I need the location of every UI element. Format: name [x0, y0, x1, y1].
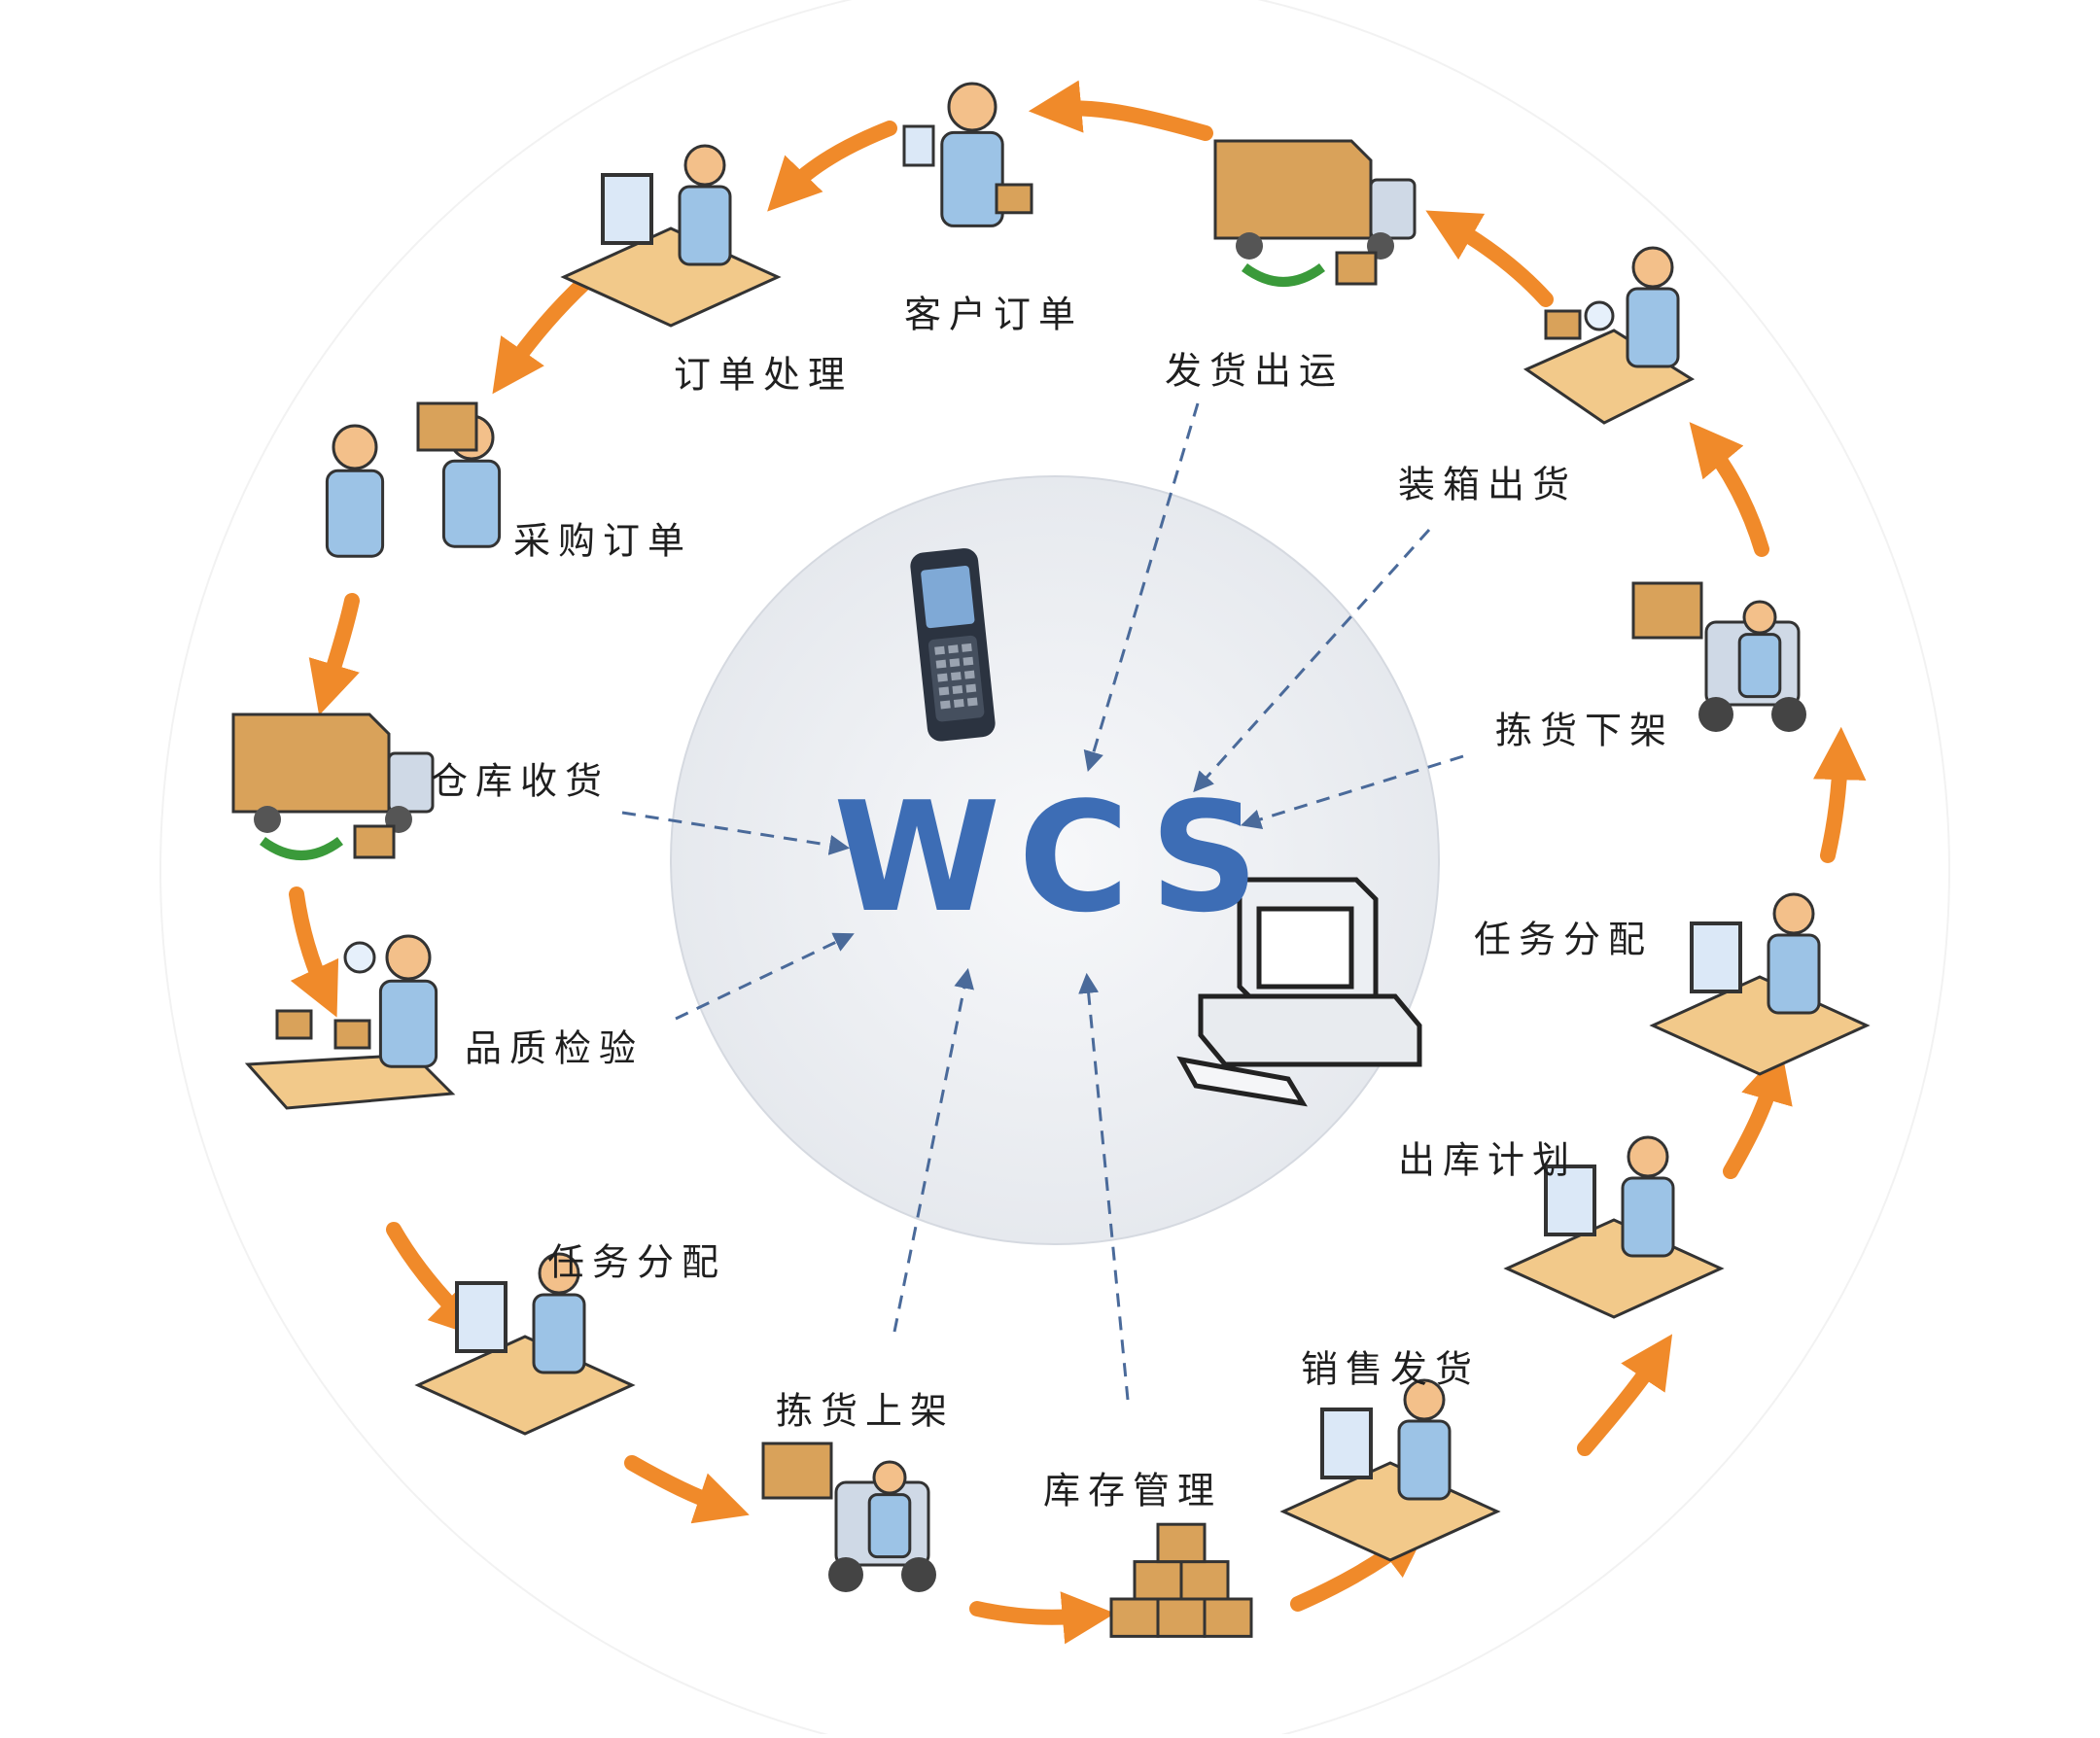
flow-arrow: [1577, 1334, 1673, 1456]
dashed-arrow: [675, 932, 855, 1021]
outer-ring: [159, 0, 1950, 1738]
label-picking: 拣货下架: [1494, 709, 1675, 752]
label-purchase-order: 采购订单: [512, 519, 693, 563]
desktop-computer-icon: [1176, 877, 1422, 1107]
label-packing: 装箱出货: [1397, 463, 1578, 506]
flow-arrow: [767, 121, 897, 212]
delivery-truck-icon: [231, 713, 435, 860]
flow-arrow: [308, 593, 360, 716]
label-quality-inspection: 品质检验: [464, 1026, 645, 1070]
person-at-desk-map-icon: [1279, 1378, 1501, 1562]
forklift-icon: [761, 1442, 936, 1592]
handheld-scanner-icon: [910, 548, 996, 742]
forklift-icon: [1631, 581, 1806, 732]
wcs-title: WCS: [833, 769, 1277, 946]
packing-station-icon: [1522, 246, 1696, 425]
delivery-truck-icon: [1213, 139, 1417, 287]
label-outbound-plan: 出库计划: [1397, 1138, 1578, 1182]
people-handing-box-icon: [325, 401, 502, 558]
person-at-computer-icon: [1649, 892, 1871, 1076]
flow-arrow: [1723, 1048, 1793, 1179]
label-dispatch: 发货出运: [1164, 349, 1345, 393]
flow-arrow: [386, 1222, 484, 1339]
label-task-assign-right: 任务分配: [1473, 918, 1654, 961]
flow-arrow: [1028, 80, 1213, 141]
person-with-tablet-icon: [902, 82, 1033, 227]
dashed-arrow: [1240, 754, 1464, 830]
box-stack-icon: [1109, 1522, 1253, 1638]
flow-arrow: [289, 886, 339, 1018]
dashed-arrows: [621, 402, 1464, 1401]
dashed-arrow: [1193, 528, 1431, 793]
label-warehouse-receive: 仓库收货: [430, 759, 611, 803]
flow-arrow: [624, 1455, 750, 1524]
person-at-computer-icon: [414, 1252, 636, 1436]
dashed-arrow: [892, 967, 974, 1333]
dashed-arrow: [1078, 972, 1130, 1401]
person-at-computer-icon: [560, 144, 782, 328]
flow-arrow: [1689, 422, 1769, 557]
flow-arrow: [969, 1591, 1116, 1645]
label-order-processing: 订单处理: [673, 353, 854, 397]
flow-arrow: [1425, 210, 1554, 307]
person-at-computer-icon: [1503, 1135, 1725, 1319]
label-putaway: 拣货上架: [775, 1389, 956, 1433]
dashed-arrow: [621, 811, 851, 855]
flow-arrow: [1813, 726, 1867, 863]
label-customer-order: 客户订单: [903, 293, 1084, 336]
label-task-assign-left: 任务分配: [546, 1240, 727, 1284]
inspector-conveyor-icon: [244, 934, 456, 1110]
flow-arrow: [492, 274, 593, 395]
label-sales-shipping: 销售发货: [1300, 1347, 1481, 1391]
label-inventory: 库存管理: [1042, 1469, 1223, 1512]
dashed-arrow: [1083, 402, 1200, 773]
